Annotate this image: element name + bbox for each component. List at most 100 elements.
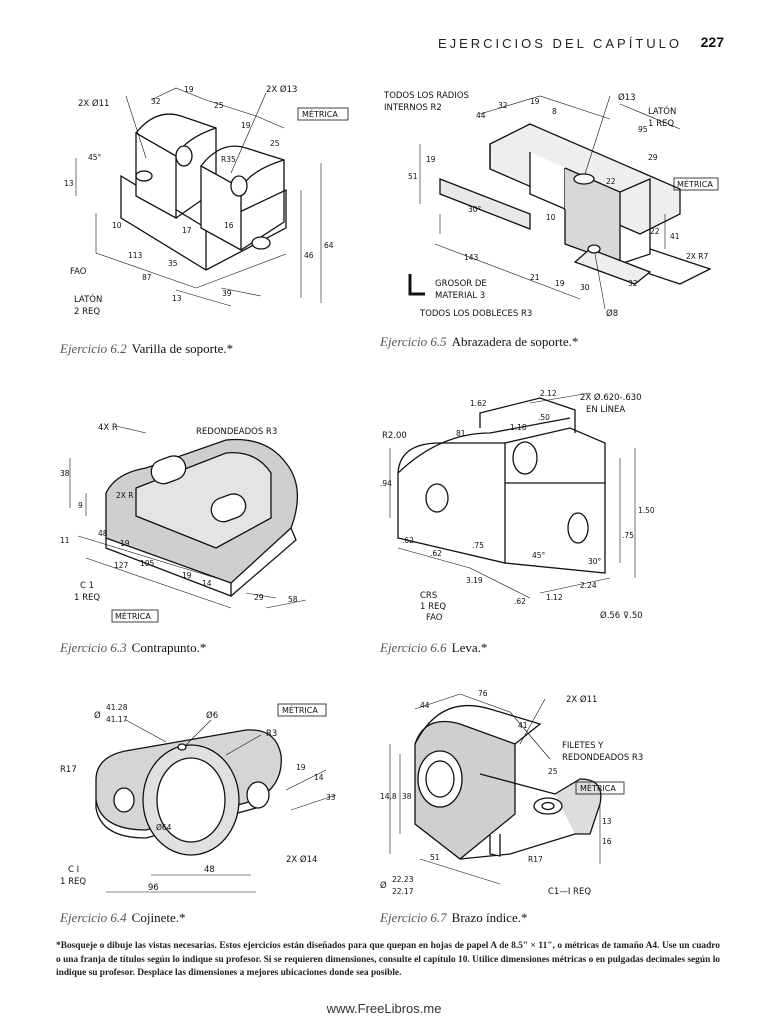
svg-text:EN LÍNEA: EN LÍNEA (586, 403, 625, 415)
svg-text:MÉTRICA: MÉTRICA (115, 610, 151, 621)
svg-text:Ø.56 ⊽.50: Ø.56 ⊽.50 (600, 610, 643, 621)
page-number: 227 (700, 34, 724, 50)
svg-text:8: 8 (552, 107, 557, 116)
svg-text:95: 95 (638, 125, 648, 134)
svg-text:1.12: 1.12 (546, 593, 563, 602)
svg-text:32: 32 (628, 279, 638, 288)
svg-text:113: 113 (128, 251, 143, 260)
svg-text:FAO: FAO (70, 267, 87, 277)
svg-text:INTERNOS R2: INTERNOS R2 (384, 103, 442, 113)
svg-text:REDONDEADOS R3: REDONDEADOS R3 (196, 427, 277, 437)
svg-text:Ø: Ø (94, 710, 101, 721)
svg-text:41: 41 (670, 232, 680, 241)
svg-text:29: 29 (254, 593, 264, 602)
svg-text:11: 11 (60, 536, 70, 545)
svg-text:2X Ø14: 2X Ø14 (286, 854, 317, 865)
svg-text:2X Ø.620-.630: 2X Ø.620-.630 (580, 392, 642, 403)
svg-text:46: 46 (304, 251, 314, 260)
svg-text:41: 41 (518, 721, 528, 730)
svg-text:127: 127 (114, 561, 129, 570)
svg-text:TODOS LOS DOBLECES R3: TODOS LOS DOBLECES R3 (419, 309, 532, 319)
svg-text:51: 51 (408, 172, 418, 181)
svg-text:LATÓN: LATÓN (648, 105, 676, 117)
svg-text:38: 38 (402, 792, 412, 801)
svg-text:32: 32 (151, 97, 161, 106)
svg-text:.62: .62 (430, 549, 442, 558)
svg-text:1.50: 1.50 (638, 506, 655, 515)
svg-text:10: 10 (546, 213, 556, 222)
svg-text:2X Ø11: 2X Ø11 (566, 694, 597, 705)
svg-text:FAO: FAO (426, 613, 443, 623)
drawing-cam: 2X Ø.620-.630 EN LÍNEA R2.00 1.62 2.12 8… (380, 389, 655, 623)
svg-text:44: 44 (476, 111, 486, 120)
svg-text:30°: 30° (588, 557, 602, 566)
svg-text:MÉTRICA: MÉTRICA (282, 704, 318, 715)
svg-text:R2.00: R2.00 (382, 431, 407, 441)
svg-text:14: 14 (314, 773, 324, 782)
svg-text:R17: R17 (528, 855, 543, 864)
svg-text:9: 9 (78, 501, 83, 510)
svg-text:19: 19 (555, 279, 565, 288)
svg-text:MÉTRICA: MÉTRICA (580, 782, 616, 793)
svg-text:Ø6: Ø6 (206, 710, 218, 721)
svg-text:45°: 45° (532, 551, 546, 560)
figure-6-4: Ø 41.28 41.17 Ø6 MÉTRICA R3 R17 Ø64 14 3… (56, 700, 356, 904)
drawing-tailstock: 4X R REDONDEADOS R3 38 9 11 48 19 127 10… (60, 423, 307, 623)
svg-text:2.24: 2.24 (580, 581, 597, 590)
svg-text:1 REQ: 1 REQ (420, 602, 446, 612)
footer-link[interactable]: www.FreeLibros.me (326, 1001, 442, 1016)
svg-text:13: 13 (172, 294, 182, 303)
svg-text:19: 19 (530, 97, 540, 106)
svg-text:30°: 30° (468, 205, 482, 214)
svg-text:14: 14 (202, 579, 212, 588)
svg-text:13: 13 (602, 817, 612, 826)
svg-text:58: 58 (288, 595, 298, 604)
drawing-index-arm: 2X Ø11 FILETES Y REDONDEADOS R3 MÉTRICA … (380, 689, 643, 897)
drawing-support-rod: 2X Ø11 2X Ø13 MÉTRICA 32 19 25 19 25 R35… (64, 84, 349, 317)
page-header: EJERCICIOS DEL CAPÍTULO 227 (0, 34, 768, 56)
svg-text:Ø13: Ø13 (618, 92, 636, 103)
figure-6-6: 2X Ø.620-.630 EN LÍNEA R2.00 1.62 2.12 8… (380, 388, 720, 624)
svg-text:22: 22 (650, 227, 660, 236)
running-title: EJERCICIOS DEL CAPÍTULO (437, 36, 682, 51)
svg-text:48: 48 (204, 865, 215, 875)
svg-text:REDONDEADOS R3: REDONDEADOS R3 (562, 753, 643, 763)
svg-text:48: 48 (98, 529, 108, 538)
svg-text:13: 13 (64, 179, 74, 188)
svg-text:16: 16 (602, 837, 612, 846)
figure-6-2: 2X Ø11 2X Ø13 MÉTRICA 32 19 25 19 25 R35… (56, 78, 356, 330)
svg-text:1 REQ: 1 REQ (648, 119, 674, 129)
svg-text:2X Ø13: 2X Ø13 (266, 84, 297, 95)
svg-text:45°: 45° (88, 153, 102, 162)
svg-text:44: 44 (420, 701, 430, 710)
svg-text:16: 16 (224, 221, 234, 230)
svg-text:C1—I REQ: C1—I REQ (548, 887, 591, 897)
svg-text:19: 19 (426, 155, 436, 164)
svg-text:2.12: 2.12 (540, 389, 557, 398)
svg-text:33: 33 (326, 793, 336, 802)
svg-text:76: 76 (478, 689, 488, 698)
svg-text:32: 32 (498, 101, 508, 110)
svg-text:81: 81 (456, 429, 466, 438)
svg-text:C I: C I (68, 865, 79, 875)
svg-text:2 REQ: 2 REQ (74, 307, 100, 317)
svg-text:19: 19 (241, 121, 251, 130)
svg-text:2X Ø11: 2X Ø11 (78, 98, 109, 109)
svg-text:1.18: 1.18 (510, 423, 527, 432)
svg-text:C 1: C 1 (80, 581, 94, 591)
drawing-bearing: Ø 41.28 41.17 Ø6 MÉTRICA R3 R17 Ø64 14 3… (60, 703, 337, 893)
svg-text:19: 19 (182, 571, 192, 580)
svg-text:2X R7: 2X R7 (686, 252, 709, 261)
svg-text:22.17: 22.17 (392, 887, 414, 896)
svg-text:30: 30 (580, 283, 590, 292)
svg-text:25: 25 (214, 101, 224, 110)
svg-text:.50: .50 (538, 413, 550, 422)
svg-text:25: 25 (270, 139, 280, 148)
svg-text:22.23: 22.23 (392, 875, 414, 884)
footnote: *Bosqueje o dibuje las vistas necesarias… (56, 941, 720, 979)
svg-text:3.19: 3.19 (466, 576, 483, 585)
